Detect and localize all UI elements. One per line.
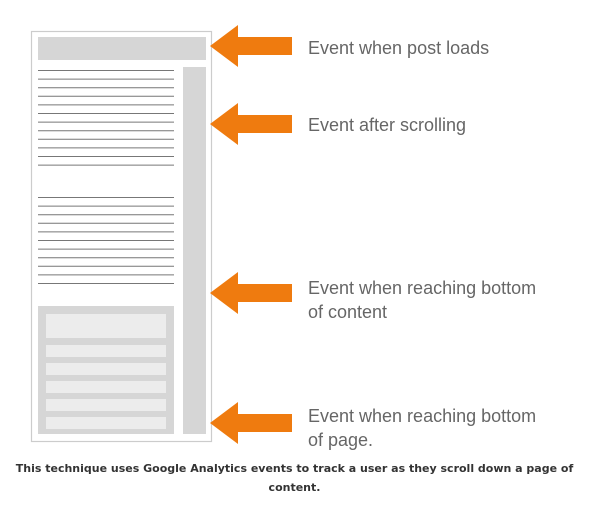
sidebar-column — [183, 67, 206, 434]
event-label-after-scrolling: Event after scrolling — [308, 115, 466, 135]
arrow-left-icon — [210, 103, 292, 145]
event-label-bottom-of-content: Event when reaching bottom of content — [308, 278, 541, 322]
comment-box — [46, 345, 166, 357]
diagram-caption: This technique uses Google Analytics eve… — [0, 459, 589, 497]
text-lines-group-1 — [38, 70, 174, 166]
event-labels: Event when post loads Event after scroll… — [308, 38, 541, 450]
comment-box — [46, 417, 166, 429]
comment-box — [46, 381, 166, 393]
event-label-bottom-of-page: Event when reaching bottom of page. — [308, 406, 541, 450]
scroll-tracking-diagram: Event when post loads Event after scroll… — [30, 25, 541, 450]
comment-box — [46, 399, 166, 411]
comment-blocks — [38, 306, 174, 434]
page-wireframe — [30, 30, 213, 443]
event-arrows — [210, 25, 292, 444]
caption-line-2: content. — [268, 481, 321, 494]
event-label-post-loads: Event when post loads — [308, 38, 489, 58]
comment-box — [46, 363, 166, 375]
comment-box-large — [46, 314, 166, 338]
arrow-left-icon — [210, 402, 292, 444]
arrow-left-icon — [210, 25, 292, 67]
header-bar — [38, 37, 206, 60]
arrow-left-icon — [210, 272, 292, 314]
text-lines-group-2 — [38, 197, 174, 284]
caption-line-1: This technique uses Google Analytics eve… — [15, 462, 574, 475]
